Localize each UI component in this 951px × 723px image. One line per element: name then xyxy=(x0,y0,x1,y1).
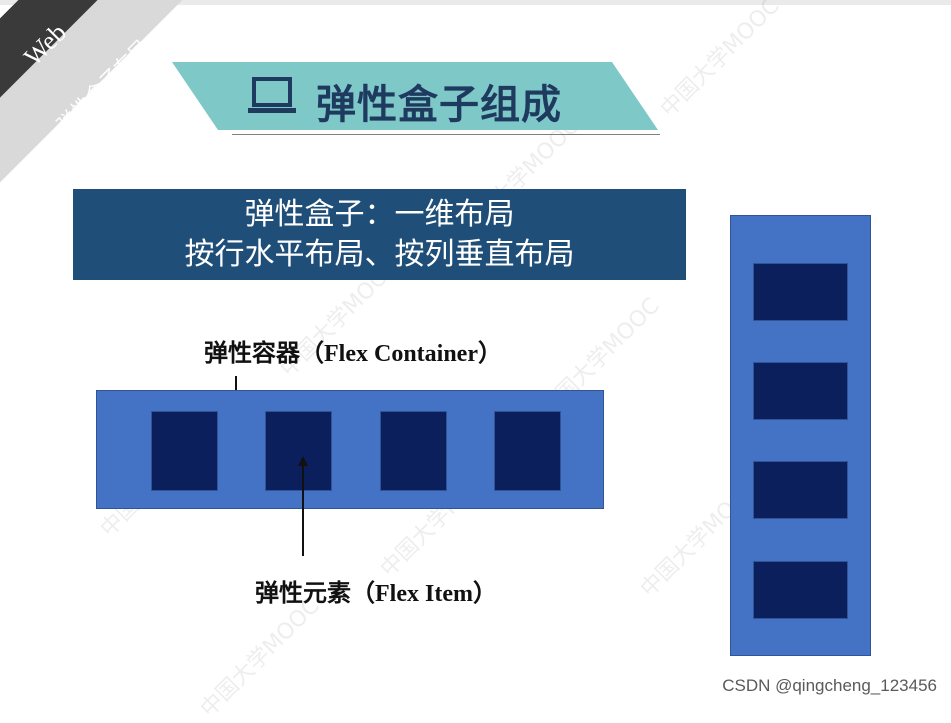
container-label: 弹性容器（Flex Container） xyxy=(204,339,502,367)
title-underline xyxy=(232,134,660,135)
flex-item xyxy=(151,411,218,491)
subtitle-box: 弹性盒子：一维布局 按行水平布局、按列垂直布局 xyxy=(73,189,686,280)
corner-ribbon: Web 弹性盒子布局 xyxy=(0,0,200,200)
item-label: 弹性元素（Flex Item） xyxy=(255,579,497,607)
watermark: 中国大学MOOC xyxy=(195,593,325,723)
flex-item xyxy=(494,411,561,491)
flex-item xyxy=(380,411,447,491)
vertical-flex-container xyxy=(730,215,871,656)
subtitle-line-1: 弹性盒子：一维布局 xyxy=(244,197,515,232)
credit-text: CSDN @qingcheng_123456 xyxy=(722,676,937,695)
flex-item xyxy=(753,461,848,519)
page-title: 弹性盒子组成 xyxy=(316,82,562,128)
item-arrow xyxy=(298,456,308,556)
flex-item xyxy=(753,561,848,619)
top-border xyxy=(0,0,951,5)
subtitle-line-2: 按行水平布局、按列垂直布局 xyxy=(184,237,575,272)
watermark: 中国大学MOOC xyxy=(655,0,785,123)
horizontal-flex-container xyxy=(96,390,604,509)
flex-item xyxy=(265,411,332,491)
flex-item xyxy=(753,362,848,420)
flex-item xyxy=(753,263,848,321)
laptop-icon xyxy=(246,76,298,116)
